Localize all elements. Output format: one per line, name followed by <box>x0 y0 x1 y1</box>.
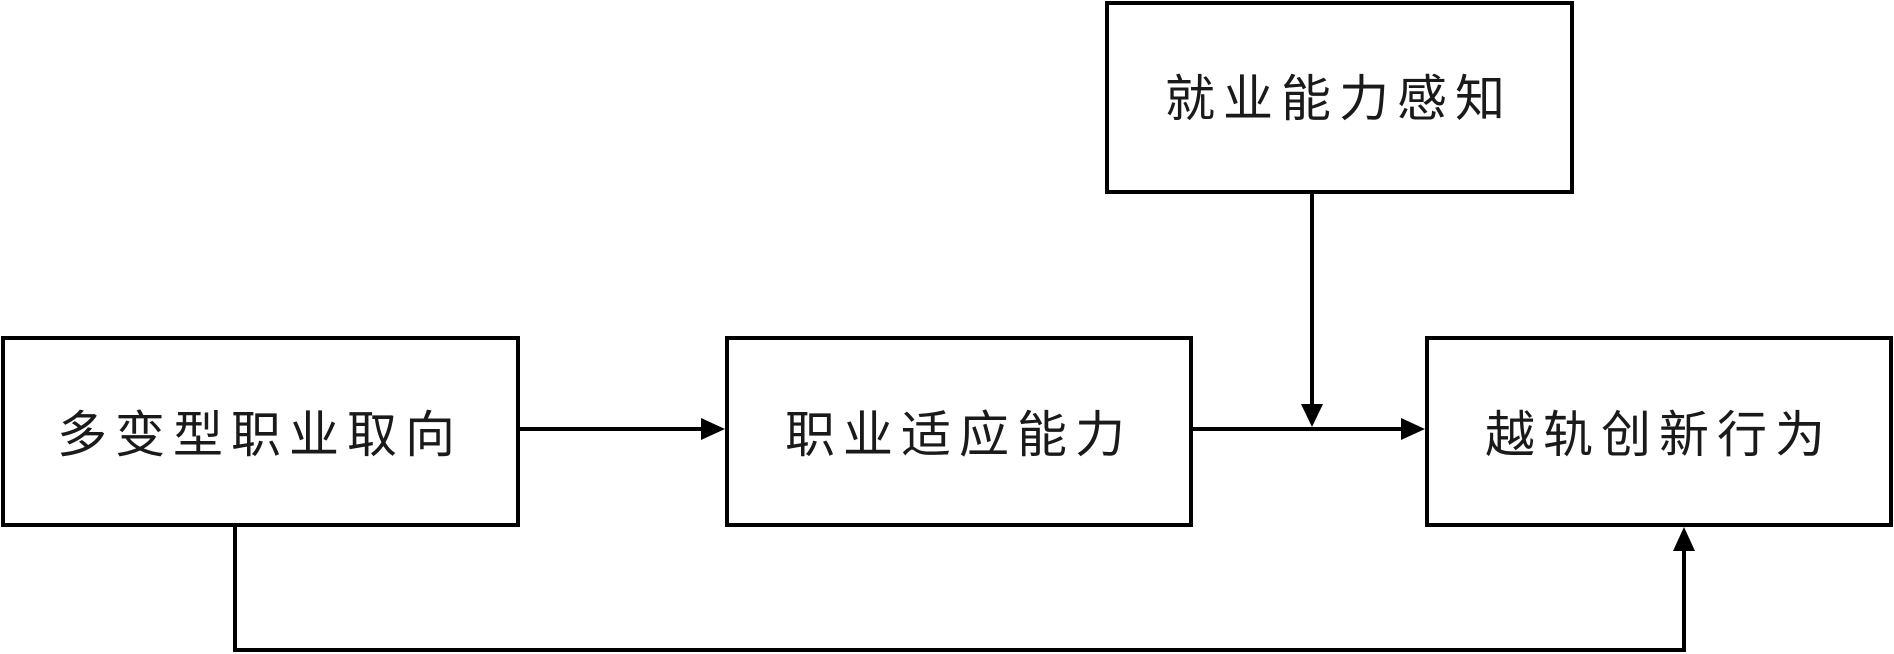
arrow-independent-to-mediator <box>520 418 725 440</box>
arrow-independent-to-outcome <box>233 527 1695 652</box>
arrow-mediator-to-outcome <box>1193 418 1425 440</box>
node-independent: 多变型职业取向 <box>1 336 520 527</box>
node-independent-label: 多变型职业取向 <box>57 406 463 464</box>
node-outcome-label: 越轨创新行为 <box>1485 406 1833 464</box>
node-moderator-label: 就业能力感知 <box>1165 70 1513 128</box>
node-mediator-label: 职业适应能力 <box>785 406 1133 464</box>
arrowhead-right-icon <box>701 418 725 440</box>
node-mediator: 职业适应能力 <box>725 336 1193 527</box>
arrowhead-down-icon <box>1301 404 1323 427</box>
arrow-moderator-to-path <box>1301 194 1323 427</box>
node-outcome: 越轨创新行为 <box>1425 336 1893 527</box>
arrowhead-up-icon <box>1673 527 1695 551</box>
arrowhead-right-icon <box>1401 418 1425 440</box>
node-moderator: 就业能力感知 <box>1105 1 1574 194</box>
